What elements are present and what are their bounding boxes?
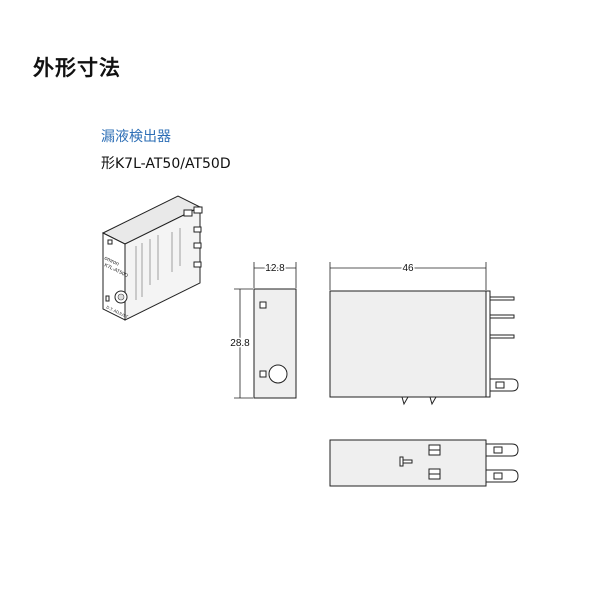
height-dimension (234, 288, 253, 399)
side-view-body (329, 290, 487, 398)
side-view-clip (429, 396, 437, 406)
product-model: 形K7L-AT50/AT50D (101, 156, 231, 172)
front-view-led (259, 301, 267, 309)
side-view-terminal (485, 290, 491, 398)
height-dimension-label: 28.8 (230, 338, 250, 349)
side-view (329, 290, 519, 406)
page-heading: 外形寸法 (33, 56, 121, 80)
depth-dimension-label: 46 (402, 263, 414, 274)
front-view (253, 288, 297, 399)
bottom-view (329, 439, 519, 487)
device-illustration (101, 195, 203, 321)
device-side-print (135, 228, 181, 300)
depth-dimension (329, 262, 487, 290)
device-terminals (183, 206, 203, 268)
side-view-clip (401, 396, 409, 406)
product-category: 漏液検出器 (101, 129, 171, 145)
width-dimension (253, 262, 297, 288)
width-dimension-label: 12.8 (265, 263, 285, 274)
front-view-indicator (259, 370, 267, 378)
front-view-knob (268, 364, 288, 384)
